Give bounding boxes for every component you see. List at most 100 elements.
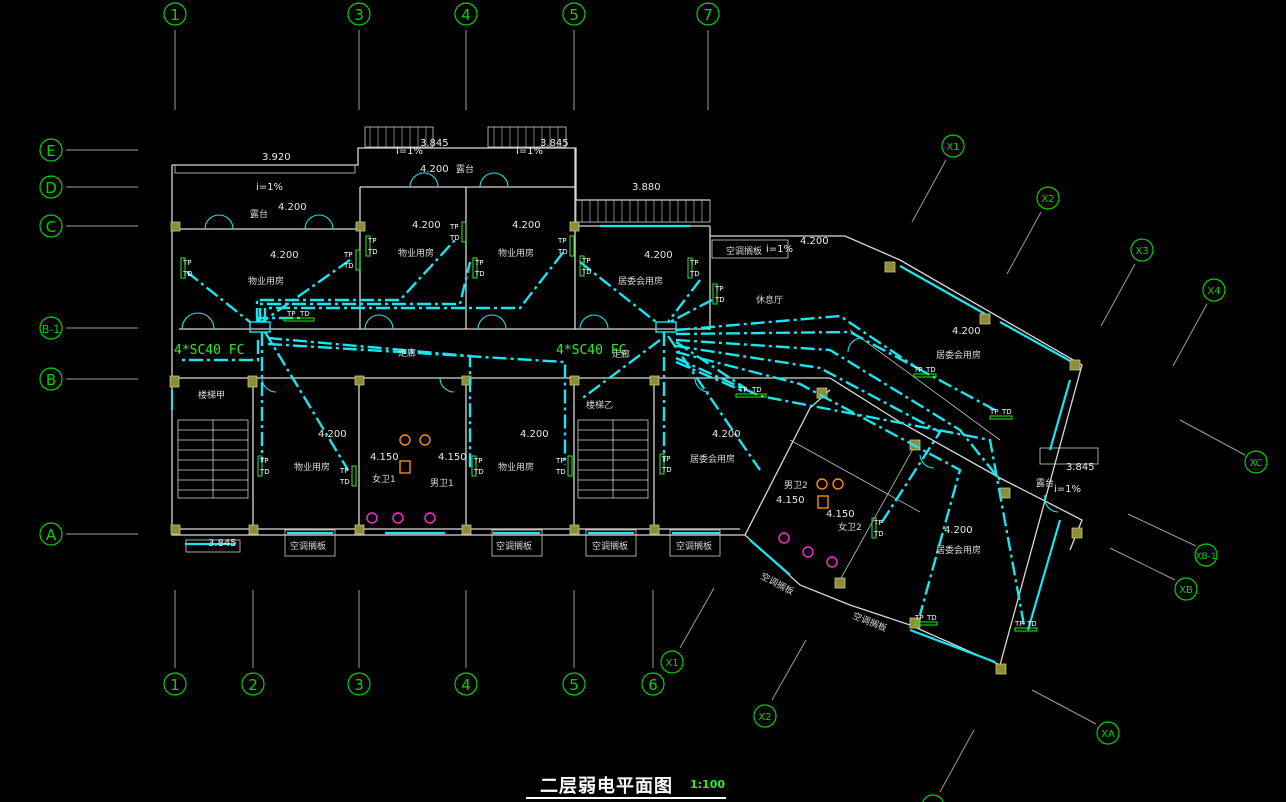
outlet-pair: TP TD bbox=[914, 614, 938, 626]
conduit-label-left: 4*SC40 FC bbox=[174, 343, 244, 358]
stairs bbox=[177, 419, 649, 499]
elevation-bottom-left: 3.845 bbox=[208, 538, 237, 549]
outlet-tp: TP bbox=[689, 259, 699, 267]
outlet-tp: TP bbox=[914, 614, 924, 622]
room-committee: 居委会用房 bbox=[936, 349, 981, 361]
room-men-wc-2: 男卫2 bbox=[784, 480, 808, 491]
outlet-tp: TP bbox=[873, 519, 883, 527]
outlet-tp: TP bbox=[259, 457, 269, 465]
room-ac-panel: 空调搁板 bbox=[290, 540, 326, 552]
grid-axis-lines bbox=[66, 30, 1246, 793]
elevation-right-balcony: 3.845 bbox=[1066, 462, 1095, 473]
room-committee: 居委会用房 bbox=[618, 275, 663, 287]
outlet-tp: TP bbox=[339, 467, 349, 475]
slope-label: i=1% bbox=[396, 146, 423, 157]
outlet-td: TD bbox=[299, 310, 310, 318]
elevation-floor: 4.200 bbox=[520, 429, 549, 440]
room-property: 物业用房 bbox=[294, 461, 330, 473]
outlet-td: TD bbox=[1001, 408, 1012, 416]
outlet-td: TD bbox=[1026, 620, 1037, 628]
outlet-tp: TP bbox=[555, 457, 565, 465]
outlet-td: TD bbox=[555, 468, 566, 476]
outlet-tp: TP bbox=[473, 457, 483, 465]
elevation-wc: 4.150 bbox=[438, 452, 467, 463]
elevation-floor: 4.200 bbox=[412, 220, 441, 231]
outlet-td: TD bbox=[689, 270, 700, 278]
grid-bubbles-bottom: 1 2 3 4 5 6 bbox=[163, 672, 665, 696]
grid-right-label: XA bbox=[1101, 729, 1115, 740]
windows bbox=[170, 224, 1073, 664]
outlet-pair: TP TD bbox=[712, 283, 725, 305]
balcony-railings bbox=[174, 126, 1099, 557]
outlet-td: TD bbox=[925, 366, 936, 374]
outlet-tp: TP bbox=[367, 237, 377, 245]
room-property: 物业用房 bbox=[248, 275, 284, 287]
outlet-pair: TP TD bbox=[339, 465, 357, 487]
outlet-tp: TP bbox=[989, 408, 999, 416]
outlets: TP TD TP TD TP TD TP TD TP TD TP TD bbox=[180, 221, 1038, 632]
elevation-floor: 4.200 bbox=[512, 220, 541, 231]
outlet-td: TD bbox=[926, 614, 937, 622]
conduit-label-right: 4*SC40 FC bbox=[556, 343, 626, 358]
outlet-pair: TP TD bbox=[579, 255, 592, 277]
outlet-pair: TP TD bbox=[913, 366, 937, 378]
outlet-pair: TP TD bbox=[471, 455, 484, 477]
elevation-floor: 4.200 bbox=[318, 429, 347, 440]
slope-marks: i=1% i=1% i=1% i=1% i=1% bbox=[256, 146, 1081, 495]
outlet-pair: TP TD bbox=[180, 257, 193, 279]
outlet-pair: TP TD bbox=[687, 257, 700, 279]
outlet-tp: TP bbox=[343, 251, 353, 259]
grid-bottom-label: 5 bbox=[569, 676, 579, 694]
outlet-pair: TP TD bbox=[449, 221, 467, 243]
room-stair-a: 楼梯甲 bbox=[198, 389, 225, 401]
grid-right-label: X1 bbox=[946, 142, 959, 153]
room-committee: 居委会用房 bbox=[936, 544, 981, 556]
grid-right-label: XC bbox=[1249, 458, 1262, 469]
room-balcony: 露台 bbox=[1036, 477, 1054, 489]
title-block: 二层弱电平面图 1:100 bbox=[526, 770, 726, 802]
grid-bottom-label: 6 bbox=[648, 676, 658, 694]
drawing-scale: 1:100 bbox=[690, 778, 726, 791]
elevation-wc: 4.150 bbox=[370, 452, 399, 463]
outlet-pair: TP TD bbox=[989, 408, 1013, 420]
distribution-box-right bbox=[655, 321, 677, 333]
slope-label: i=1% bbox=[516, 146, 543, 157]
outlet-tp: TP bbox=[661, 455, 671, 463]
outlet-td: TD bbox=[259, 468, 270, 476]
elevation-floor: 4.200 bbox=[644, 250, 673, 261]
grid-bottom-label: 2 bbox=[248, 676, 258, 694]
outlet-td: TD bbox=[339, 478, 350, 486]
outlet-td: TD bbox=[474, 270, 485, 278]
drawing-title: 二层弱电平面图 bbox=[540, 776, 673, 797]
outlet-tp: TP bbox=[1014, 620, 1024, 628]
outlet-pair: TP TD bbox=[365, 235, 378, 257]
grid-bottom-label: 3 bbox=[354, 676, 364, 694]
outlet-tp: TP bbox=[449, 223, 459, 231]
grid-top-label: 1 bbox=[170, 6, 180, 24]
grid-left-label: A bbox=[46, 526, 57, 544]
grid-right-label: XB bbox=[1179, 585, 1193, 596]
room-property: 物业用房 bbox=[498, 247, 534, 259]
elevation-floor: 4.200 bbox=[270, 250, 299, 261]
elevation-marks: 3.920 3.845 3.845 3.880 3.845 3.845 4.20… bbox=[208, 138, 1095, 549]
slope-label: i=1% bbox=[766, 244, 793, 255]
room-ac-panel: 空调搁板 bbox=[496, 540, 532, 552]
room-men-wc-1: 男卫1 bbox=[430, 478, 454, 489]
outlet-tp: TP bbox=[557, 237, 567, 245]
elevation-balcony-right: 3.880 bbox=[632, 182, 661, 193]
outlet-tp: TP bbox=[474, 259, 484, 267]
room-ac-panel: 空调搁板 bbox=[592, 540, 628, 552]
elevation-floor: 4.200 bbox=[944, 525, 973, 536]
grid-bottom-label: 1 bbox=[170, 676, 180, 694]
room-ac-panel: 空调搁板 bbox=[726, 245, 762, 257]
grid-bottom-right-label: X2 bbox=[758, 712, 771, 723]
outlet-tp: TP bbox=[286, 310, 296, 318]
room-balcony: 露台 bbox=[456, 163, 474, 175]
outlet-td: TD bbox=[873, 530, 884, 538]
elevation-floor: 4.200 bbox=[712, 429, 741, 440]
outlet-td: TD bbox=[367, 248, 378, 256]
grid-bubbles-right: X1 X2 X3 X4 XC XB-1 XB XA X1 X2 X3 bbox=[660, 134, 1268, 802]
room-women-wc-1: 女卫1 bbox=[372, 473, 396, 485]
elevation-balcony-mid-a: 3.845 bbox=[420, 138, 449, 149]
